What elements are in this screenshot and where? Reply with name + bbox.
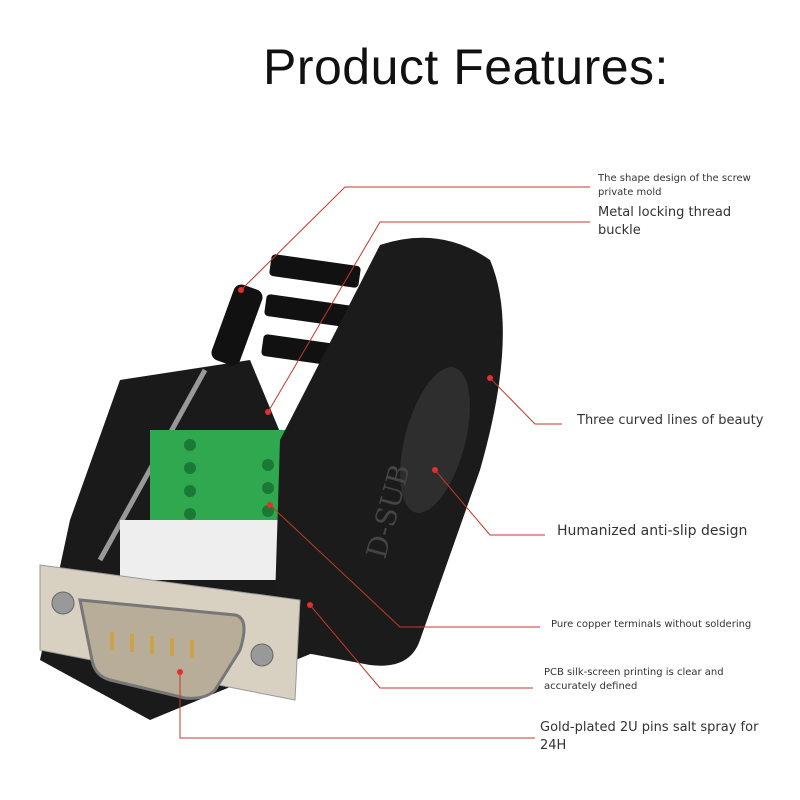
feature-label-curved-lines: Three curved lines of beauty	[577, 413, 764, 428]
page-title: Product Features:	[263, 39, 669, 95]
feature-label-anti-slip: Humanized anti-slip design	[557, 523, 748, 539]
feature-label-locking-thread: Metal locking thread buckle	[598, 205, 732, 238]
feature-label-pcb-printing: PCB silk-screen printing is clear and ac…	[544, 667, 724, 692]
feature-label-gold-pins: Gold-plated 2U pins salt spray for 24H	[540, 720, 759, 753]
feature-label-copper-terminals: Pure copper terminals without soldering	[551, 619, 752, 630]
feature-label-screw-mold: The shape design of the screw private mo…	[598, 173, 751, 198]
leader-lines	[179, 186, 590, 739]
